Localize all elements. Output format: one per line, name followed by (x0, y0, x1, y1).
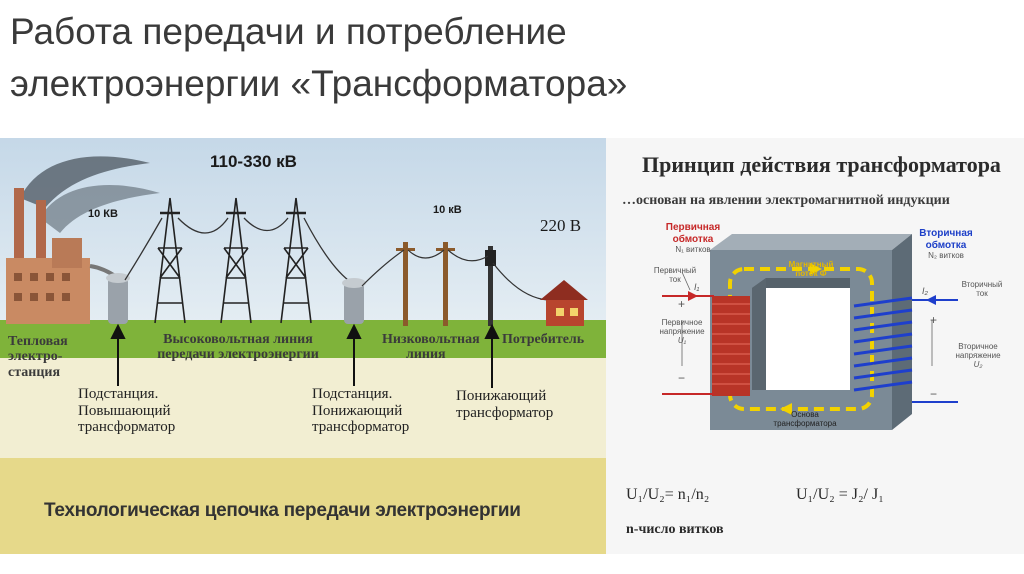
formula-voltage-current: U₁/U₂ = J₂/ J₁ (796, 486, 884, 503)
secondary-current-label-line-2: ток (976, 289, 988, 299)
principle-title: Принцип действия трансформатора (642, 152, 1001, 177)
flux-arrow-bottom (780, 403, 792, 415)
substation-1-label-line-2: Повышающий (78, 402, 171, 419)
low-voltage-poles-icon (396, 242, 496, 326)
substation-2-label: Подстанция. Понижающий трансформатор (312, 386, 409, 436)
step-down-transformer-label: Понижающий трансформатор (456, 388, 553, 421)
power-plant-icon (6, 188, 90, 324)
primary-winding-label-line-2: обмотка (672, 233, 714, 245)
flux-label: Магнитный поток Ф (786, 260, 836, 278)
hv-line-label: Высоковольтная линия передачи электроэне… (138, 332, 338, 363)
power-plant-label-line-1: Тепловая (8, 334, 68, 349)
primary-coil (662, 291, 750, 396)
transformer-principle-diagram: Принцип действия трансформатора …основан… (606, 138, 1024, 554)
primary-winding-label: Первичная обмотка N₁ витков (660, 222, 726, 254)
slide-title: Работа передачи и потребление электроэне… (10, 6, 770, 110)
consumer-voltage-label: 220 В (540, 216, 582, 235)
substation-1-label-line-3: трансформатор (78, 419, 176, 435)
primary-voltage-label-line-2: напряжение (659, 327, 705, 337)
primary-winding-label-line-1: Первичная (665, 222, 721, 233)
magnetic-flux-path (728, 267, 874, 411)
core-label-line-2: трансформатора (773, 419, 837, 429)
secondary-winding-label-line-2: обмотка (925, 239, 967, 251)
pointer-arrows (110, 323, 500, 388)
primary-current-label-line-1: Первичный (653, 266, 697, 275)
hv-line-label-line-2: передачи электроэнергии (157, 347, 319, 363)
primary-minus-sign: − (678, 371, 686, 385)
power-plant-label: Тепловая электро- станция (8, 334, 68, 380)
u2-symbol: U₂ (973, 360, 983, 370)
primary-current-label: Первичный ток (650, 266, 700, 284)
chain-caption: Технологическая цепочка передачи электро… (44, 500, 521, 521)
principle-subtitle: …основан на явлении электромагнитной инд… (622, 193, 950, 208)
primary-plus-sign: + (678, 297, 686, 311)
i2-symbol: I₂ (922, 286, 928, 296)
secondary-current-label: Вторичный ток (954, 280, 1010, 298)
transmission-chain-diagram: 10 КВ 110-330 кВ 10 кВ 220 В Тепловая эл… (0, 138, 606, 554)
substation-2-label-line-2: Понижающий (312, 402, 403, 419)
secondary-current-label-line-1: Вторичный (961, 280, 1003, 289)
flux-arrow-top (810, 263, 822, 275)
u1-symbol: U₁ (677, 336, 687, 346)
core-label-line-1: Основа (791, 410, 819, 419)
lv-line-label-line-2: линия (406, 347, 446, 363)
substation-1-label: Подстанция. Повышающий трансформатор (78, 386, 175, 436)
slide-title-line-1: Работа передачи и потребление (10, 11, 567, 52)
secondary-voltage-label: Вторичное напряжение U₂ (946, 342, 1010, 370)
substation-2-label-line-3: трансформатор (312, 419, 410, 435)
secondary-plus-sign: + (930, 313, 938, 327)
lv-line-label-line-1: Низковольтная (382, 332, 480, 347)
power-plant-label-line-3: станция (8, 364, 61, 380)
high-voltage-towers-icon (154, 197, 312, 324)
secondary-minus-sign: − (930, 387, 938, 401)
slide-title-line-2: электроэнергии «Трансформатора» (10, 63, 628, 104)
secondary-current-arrow (926, 295, 936, 305)
transmission-chain-illustration (0, 138, 606, 554)
secondary-winding-label: Вторичная обмотка N₂ витков (906, 228, 986, 260)
flux-label-line-1: Магнитный (788, 260, 834, 269)
power-plant-label-line-2: электро- (8, 349, 63, 365)
secondary-coil (853, 296, 958, 403)
flux-label-line-2: поток Ф (795, 269, 827, 279)
secondary-voltage-label-line-2: напряжение (955, 351, 1001, 361)
lv-line-label: Низковольтная линия (382, 332, 480, 363)
leader-lines (681, 271, 933, 366)
caption-band (0, 458, 606, 554)
grass-strip (0, 320, 606, 358)
primary-voltage-label-line-1: Первичное (661, 318, 703, 327)
substation-1-label-line-1: Подстанция. (78, 386, 159, 402)
substation-1-icon (106, 273, 130, 324)
substation-2-label-line-1: Подстанция. (312, 386, 393, 402)
consumer-label: Потребитель (502, 332, 585, 347)
step-down-label-line-2: трансформатор (456, 404, 554, 421)
formula-voltage-turns: U₁/U₂= n₁/n₂ (626, 486, 710, 503)
secondary-turns-label: N₂ витков (928, 251, 964, 260)
primary-current-label-line-2: ток (669, 275, 681, 285)
plant-voltage-label: 10 КВ (88, 208, 118, 220)
hv-line-label-line-1: Высоковольтная линия (163, 332, 313, 347)
secondary-voltage-label-line-1: Вторичное (958, 342, 998, 351)
ground (0, 358, 606, 458)
substation-2-icon (342, 278, 366, 324)
transformer-illustration (662, 234, 958, 430)
high-voltage-label: 110-330 кВ (210, 152, 297, 171)
smoke (20, 156, 160, 233)
house-icon (540, 280, 588, 326)
i1-symbol: I₁ (694, 282, 700, 292)
low-voltage-label: 10 кВ (433, 204, 462, 216)
turns-note: n-число витков (626, 522, 724, 537)
primary-turns-label: N₁ витков (675, 245, 711, 254)
core-label: Основа трансформатора (762, 410, 848, 428)
primary-voltage-label: Первичное напряжение U₁ (652, 318, 712, 346)
secondary-winding-label-line-1: Вторичная (919, 228, 973, 239)
step-down-label-line-1: Понижающий (456, 388, 547, 404)
